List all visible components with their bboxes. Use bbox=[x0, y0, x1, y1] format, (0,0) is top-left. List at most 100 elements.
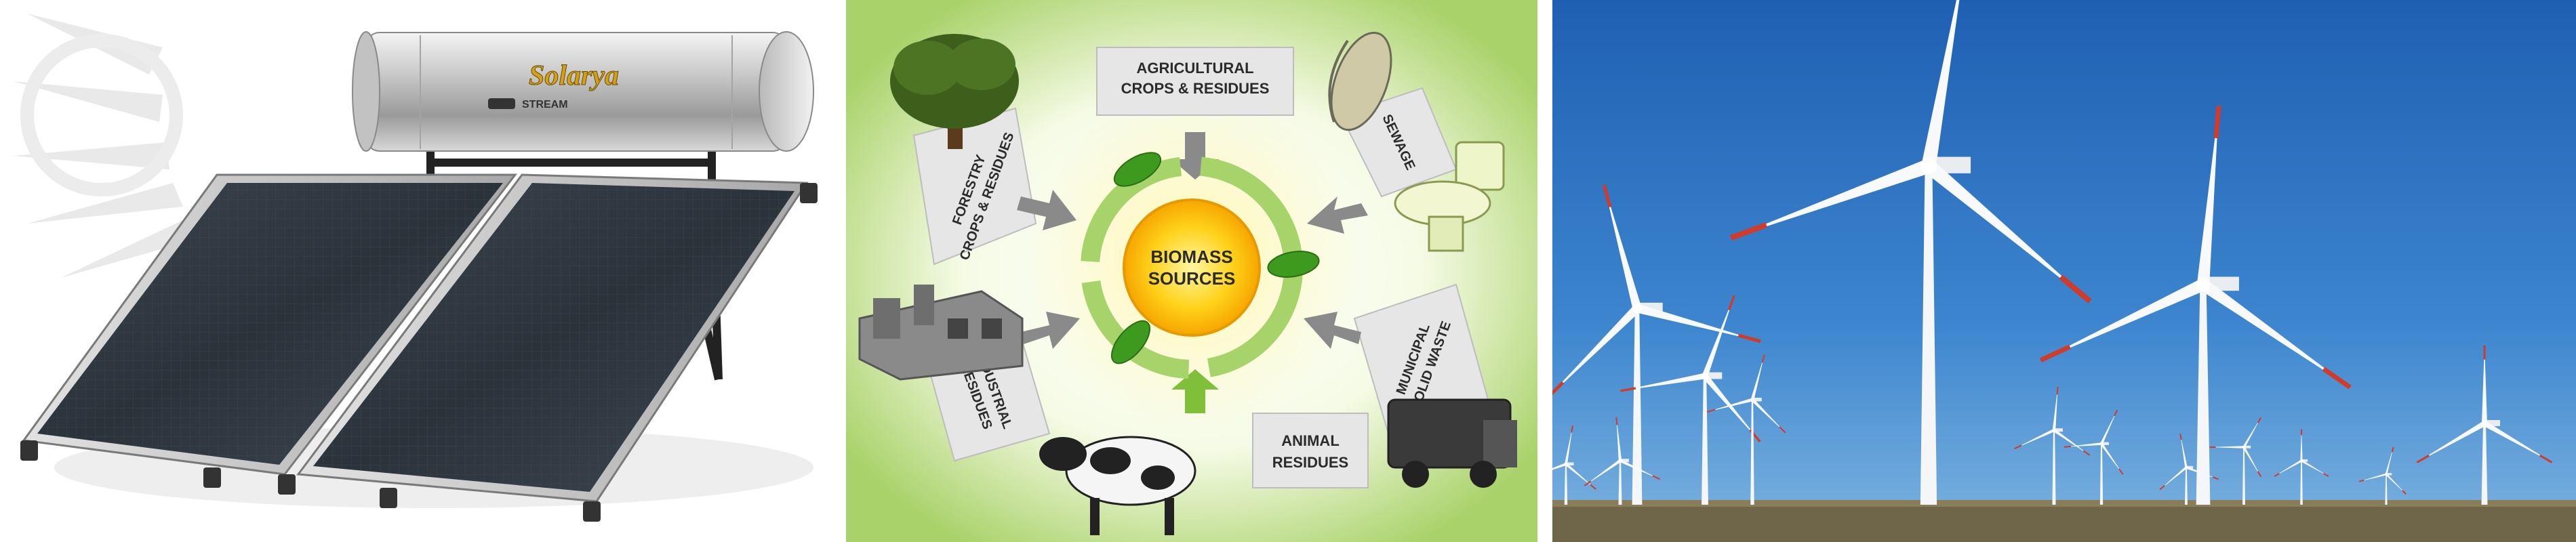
turbine-blade-tip bbox=[1727, 295, 1735, 311]
turbine-blade-tip bbox=[1552, 381, 1565, 396]
turbine-blade bbox=[1702, 374, 1760, 442]
turbine-tower bbox=[1618, 461, 1622, 505]
wind-turbine bbox=[1620, 295, 1761, 505]
turbine-hub bbox=[2300, 459, 2303, 462]
turbine-nacelle bbox=[2301, 459, 2308, 462]
toilet-icon bbox=[1394, 141, 1505, 252]
turbine-nacelle bbox=[2386, 473, 2392, 476]
turbine-blade bbox=[2300, 430, 2303, 461]
turbine-hub bbox=[1564, 462, 1568, 466]
turbine-blade bbox=[2180, 434, 2188, 468]
turbine-tower bbox=[2185, 467, 2188, 505]
turbine-blade bbox=[2100, 442, 2123, 475]
turbine-blade bbox=[2199, 279, 2350, 388]
corn-icon bbox=[1328, 31, 1392, 131]
turbine-blade-tip bbox=[1737, 333, 1761, 343]
turbine-blade-tip bbox=[2274, 472, 2280, 477]
turbine-blade bbox=[1702, 295, 1735, 377]
turbine-blade bbox=[2209, 446, 2244, 449]
turbine-blade bbox=[1584, 459, 1622, 486]
turbine-tower bbox=[1702, 376, 1708, 505]
turbine-nacelle bbox=[2053, 428, 2063, 432]
turbine-tower bbox=[2099, 444, 2104, 505]
turbine-blade bbox=[1924, 160, 2090, 301]
turbine-blade-tip bbox=[2213, 106, 2221, 139]
turbine-blade bbox=[1620, 373, 1706, 391]
wind-turbine bbox=[1584, 417, 1660, 505]
turbine-blade bbox=[2196, 106, 2219, 285]
turbine-tower bbox=[1920, 166, 1937, 505]
turbine-hub bbox=[2185, 466, 2188, 469]
turbine-tower bbox=[2385, 474, 2388, 505]
turbine-nacelle bbox=[1751, 398, 1762, 402]
turbine-blade-tip bbox=[1590, 484, 1596, 490]
turbine-nacelle bbox=[2186, 465, 2194, 469]
turbine-nacelle bbox=[1619, 459, 1629, 463]
turbine-nacelle bbox=[2243, 445, 2251, 449]
turbine-blade bbox=[2160, 466, 2188, 490]
sky bbox=[1552, 0, 2576, 542]
center-label-line2: SOURCES bbox=[1148, 268, 1236, 289]
turbine-blade-tip bbox=[2416, 454, 2430, 463]
wind-turbine bbox=[2014, 386, 2091, 505]
turbine-blade-tip bbox=[1779, 426, 1786, 434]
turbine-blade bbox=[2483, 421, 2552, 463]
turbine-tower bbox=[2242, 447, 2245, 505]
turbine-blade-tip bbox=[2118, 468, 2124, 475]
turbine-tower bbox=[1632, 308, 1643, 505]
factory-icon bbox=[858, 285, 1024, 381]
arrow-from-sewage bbox=[1307, 196, 1368, 234]
turbine-blade bbox=[2064, 442, 2102, 447]
turbine-blade bbox=[1552, 463, 1567, 470]
turbine-blade-tip bbox=[2179, 433, 2182, 440]
turbine-blade bbox=[1751, 398, 1786, 433]
turbine-hub bbox=[2052, 428, 2056, 432]
turbine-blade-tip bbox=[2402, 490, 2407, 495]
arrow-from-forestry bbox=[1017, 190, 1076, 230]
turbine-blade bbox=[1750, 354, 1765, 400]
turbine-blade bbox=[2301, 459, 2329, 476]
turbine-blade-tip bbox=[2391, 446, 2394, 453]
turbine-blade bbox=[2417, 421, 2486, 463]
turbine-blade-tip bbox=[1729, 222, 1768, 241]
biomass-sources-panel: AGRICULTURAL CROPS & RESIDUES FORESTRY C… bbox=[846, 0, 1537, 542]
turbine-blade bbox=[2242, 417, 2261, 448]
wind-turbine bbox=[1707, 354, 1786, 505]
wind-turbine bbox=[2159, 433, 2219, 505]
solar-collector-left bbox=[22, 173, 518, 476]
turbine-hub bbox=[2099, 442, 2104, 446]
panel-feet bbox=[20, 183, 818, 522]
center-label-line1: BIOMASS bbox=[1150, 247, 1232, 267]
turbine-blade bbox=[1616, 417, 1622, 461]
turbine-blade bbox=[2242, 446, 2261, 477]
solar-water-heater-panel: Solarya STREAM bbox=[0, 0, 841, 542]
turbine-tower bbox=[2300, 461, 2303, 505]
turbine-blade-tip bbox=[1584, 480, 1592, 486]
turbine-blade bbox=[2100, 409, 2118, 444]
turbine-blade-tip bbox=[2323, 472, 2329, 477]
turbine-blade-tip bbox=[2014, 444, 2022, 450]
animal-label-line1: ANIMAL bbox=[1281, 432, 1340, 449]
turbine-hub bbox=[2242, 446, 2245, 449]
sun-core-icon bbox=[1123, 199, 1261, 337]
turbine-hub bbox=[2481, 420, 2488, 427]
garbage-truck-icon bbox=[1387, 398, 1517, 488]
turbine-blade-tip bbox=[2059, 274, 2092, 304]
turbine-blade bbox=[1731, 159, 1931, 238]
turbine-blade-tip bbox=[1761, 354, 1765, 363]
wind-turbine bbox=[1552, 184, 1761, 505]
turbine-tower bbox=[2052, 430, 2056, 505]
wind-farm-scene bbox=[1552, 0, 2576, 542]
turbine-blade bbox=[1565, 425, 1573, 465]
turbine-blade-tip bbox=[2159, 484, 2165, 491]
turbine-blade bbox=[2385, 447, 2394, 475]
tank-badge-icon bbox=[488, 98, 515, 109]
tank-sub-brand: STREAM bbox=[522, 99, 568, 110]
turbine-blade bbox=[1552, 305, 1641, 394]
wind-turbine bbox=[2274, 430, 2329, 505]
turbine-blade bbox=[2385, 473, 2407, 495]
turbine-blade bbox=[2482, 346, 2487, 423]
turbine-hub bbox=[2385, 473, 2388, 476]
wind-turbine bbox=[2039, 106, 2352, 505]
turbine-tower bbox=[2196, 285, 2211, 505]
